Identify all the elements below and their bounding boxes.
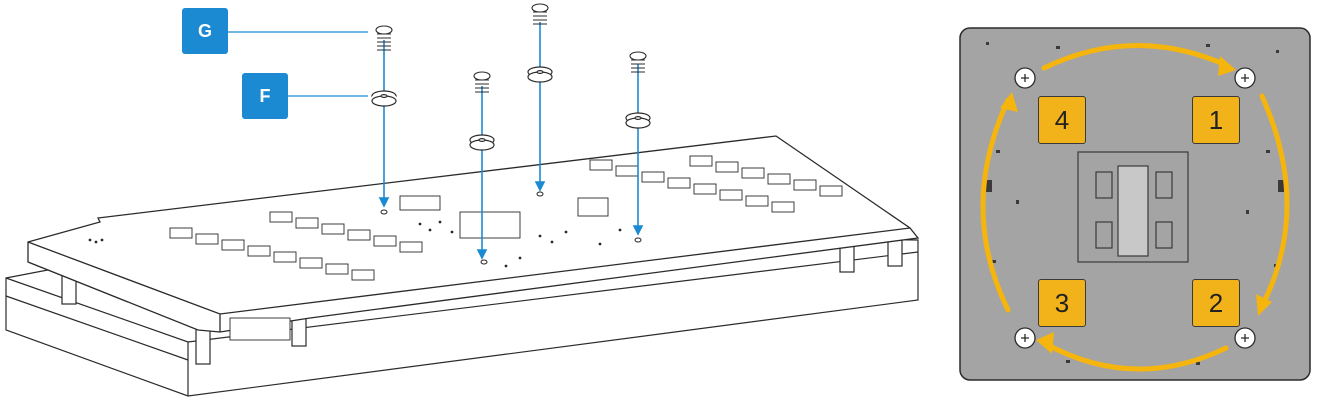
washer-icon <box>371 66 651 151</box>
rotation-arrow-icon <box>980 43 1290 372</box>
callout-g: G <box>182 8 228 54</box>
assembly-axes <box>378 22 644 260</box>
callout-f: F <box>242 73 288 119</box>
arrow-heads <box>1000 56 1272 354</box>
step-badge-4: 4 <box>1038 96 1086 144</box>
tightening-sequence-view <box>959 27 1311 381</box>
step-badge-2: 2 <box>1192 279 1240 327</box>
spring-screw-icon <box>375 3 647 93</box>
screw-holes <box>380 191 642 265</box>
screw-icon <box>1014 67 1256 349</box>
step-badge-1: 1 <box>1192 96 1240 144</box>
step-badge-3: 3 <box>1038 279 1086 327</box>
board-components <box>169 155 843 341</box>
callout-leaders <box>228 31 368 97</box>
gpu-die <box>1077 151 1189 263</box>
board-dots <box>88 220 622 268</box>
exploded-board-view <box>5 3 920 397</box>
